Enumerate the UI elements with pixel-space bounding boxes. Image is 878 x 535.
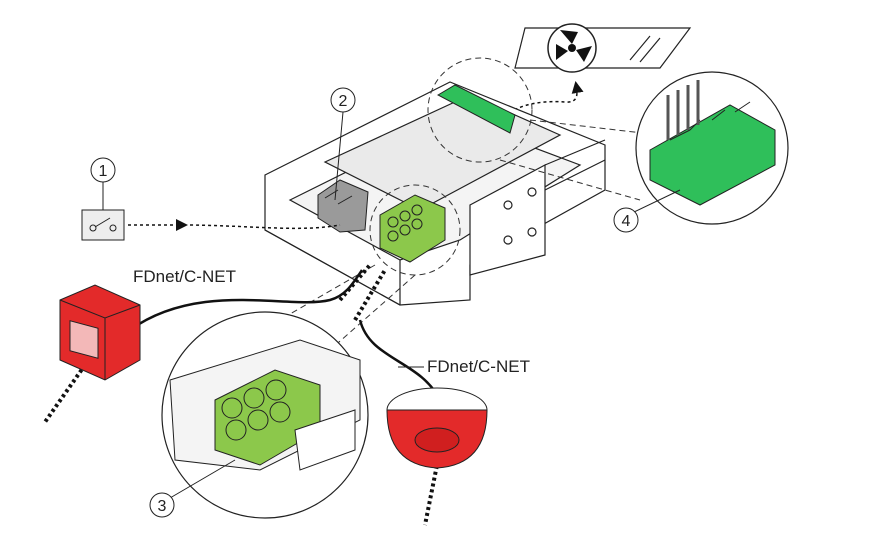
callout-1: 1 bbox=[90, 157, 116, 210]
fdnet-cable-left bbox=[129, 269, 364, 332]
callout-3: 3 bbox=[149, 459, 236, 518]
magnifier-circle-4 bbox=[427, 57, 533, 163]
svg-text:2: 2 bbox=[339, 93, 348, 110]
svg-text:1: 1 bbox=[99, 163, 108, 180]
callout-2: 2 bbox=[330, 87, 356, 201]
svg-text:4: 4 bbox=[622, 213, 631, 230]
sounder-beacon bbox=[386, 387, 488, 469]
housing bbox=[264, 81, 606, 306]
switch-input-terminal bbox=[317, 179, 369, 233]
fan-icon bbox=[514, 23, 692, 73]
fdnet-terminal-detail bbox=[161, 311, 369, 519]
callout-4: 4 bbox=[613, 189, 681, 233]
switch-icon bbox=[81, 209, 125, 241]
control-output-connector-small bbox=[436, 84, 516, 134]
svg-text:3: 3 bbox=[158, 498, 167, 515]
manual-call-point bbox=[59, 284, 141, 381]
control-output-connector-detail bbox=[635, 71, 789, 225]
fdnet-terminal-small bbox=[379, 194, 446, 263]
cable-label-right: FDnet/C-NET bbox=[427, 357, 530, 376]
cable-label-left: FDnet/C-NET bbox=[133, 267, 236, 286]
